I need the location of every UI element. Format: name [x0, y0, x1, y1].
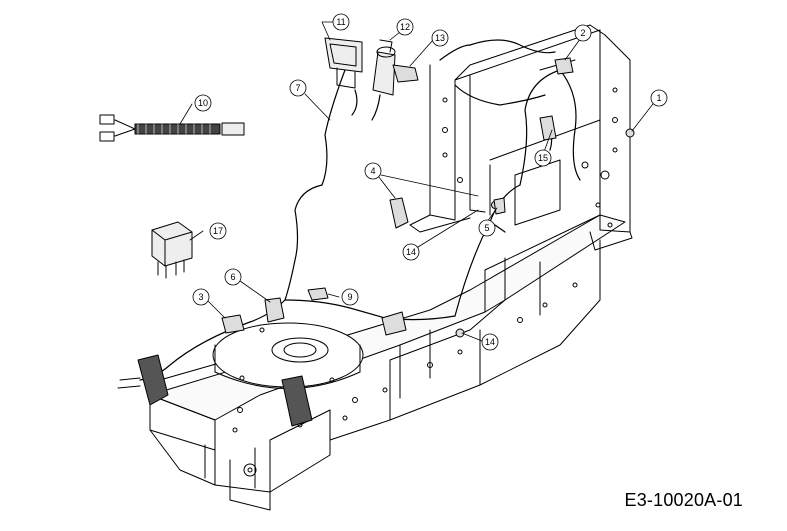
part-2-clip: [554, 57, 574, 75]
callout-4: 4: [370, 166, 375, 176]
callout-bubble: [478, 219, 496, 237]
seat-switch-left: [117, 354, 169, 406]
wiring-harness: [139, 39, 581, 381]
callout-11: 11: [336, 17, 345, 27]
part-6-connector: [264, 297, 285, 323]
callout-5: 5: [484, 223, 489, 233]
part-3-switch: [221, 314, 245, 334]
callout-10: 10: [198, 98, 208, 108]
part-10-harness-extension: [99, 114, 245, 142]
callout-3: 3: [198, 292, 203, 302]
rear-frame: [409, 24, 633, 251]
seat-switch-right: [281, 375, 313, 427]
callout-bubble: [650, 89, 668, 107]
callout-bubble: [224, 268, 242, 286]
callout-2: 2: [580, 28, 585, 38]
callout-13: 13: [435, 33, 445, 43]
callout-bubble: [194, 94, 212, 112]
callout-14-lower: 14: [485, 337, 495, 347]
callout-bubble: [481, 333, 499, 351]
part-13-bracket: [392, 64, 419, 83]
callout-bubble: [364, 162, 382, 180]
callout-bubble: [574, 24, 592, 42]
callout-14-upper: 14: [406, 247, 416, 257]
callout-bubble: [209, 222, 227, 240]
callout-bubble: [431, 29, 449, 47]
callout-bubble: [534, 149, 552, 167]
callout-bubble: [341, 288, 359, 306]
part-15-connector: [539, 115, 557, 141]
callout-leaders: [179, 21, 657, 342]
callout-1: 1: [656, 93, 661, 103]
callout-bubble: [192, 288, 210, 306]
callout-bubble: [332, 13, 350, 31]
callout-17: 17: [213, 226, 223, 236]
callout-12: 12: [400, 22, 410, 32]
callout-bubble: [402, 243, 420, 261]
callout-15: 15: [538, 153, 548, 163]
callout-bubble: [289, 79, 307, 97]
part-4-connector: [381, 197, 409, 336]
drawing-code: E3-10020A-01: [624, 490, 743, 510]
part-17-relay: [151, 221, 193, 279]
callout-labels: 11 12 13 7 10 2 1 15 4 17 5 14 6 3 9 14: [198, 17, 662, 347]
callout-7: 7: [295, 83, 300, 93]
part-12-ignition-switch: [372, 39, 396, 96]
part-9-fitting: [307, 287, 329, 301]
callout-circles: [192, 13, 668, 351]
callout-bubble: [396, 18, 414, 36]
part-11-switch-housing: [324, 37, 363, 89]
part-5-clamp: [493, 197, 506, 215]
callout-9: 9: [347, 292, 352, 302]
callout-6: 6: [230, 272, 235, 282]
